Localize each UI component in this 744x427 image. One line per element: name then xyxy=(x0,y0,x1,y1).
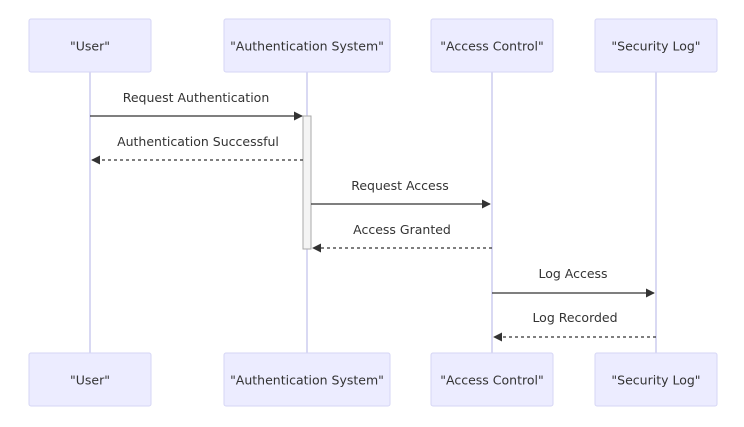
message-log-access: Log Access xyxy=(492,266,655,298)
actor-label: "User" xyxy=(70,39,110,54)
actor-label: "Authentication System" xyxy=(230,373,384,388)
message-label: Request Authentication xyxy=(123,90,270,105)
actor-label: "Access Control" xyxy=(440,373,543,388)
activation-bar-auth xyxy=(302,115,312,250)
actor-bottom-access: "Access Control" xyxy=(430,352,554,407)
actor-label: "Security Log" xyxy=(611,373,700,388)
actor-label: "User" xyxy=(70,373,110,388)
actor-bottom-log: "Security Log" xyxy=(594,352,718,407)
message-request-authentication: Request Authentication xyxy=(90,90,303,121)
message-label: Log Recorded xyxy=(532,310,617,325)
actor-bottom-user: "User" xyxy=(28,352,152,407)
message-label: Log Access xyxy=(538,266,607,281)
actor-label: "Authentication System" xyxy=(230,39,384,54)
message-label: Authentication Successful xyxy=(117,134,279,149)
message-log-recorded: Log Recorded xyxy=(493,310,656,342)
actor-label: "Access Control" xyxy=(440,39,543,54)
actor-bottom-auth: "Authentication System" xyxy=(223,352,391,407)
actor-top-log: "Security Log" xyxy=(594,18,718,73)
actor-label: "Security Log" xyxy=(611,39,700,54)
actor-top-auth: "Authentication System" xyxy=(223,18,391,73)
message-access-granted: Access Granted xyxy=(312,222,492,253)
message-label: Request Access xyxy=(351,178,449,193)
actor-top-user: "User" xyxy=(28,18,152,73)
actor-top-access: "Access Control" xyxy=(430,18,554,73)
message-label: Access Granted xyxy=(353,222,451,237)
message-request-access: Request Access xyxy=(311,178,491,209)
message-authentication-successful: Authentication Successful xyxy=(91,134,303,165)
